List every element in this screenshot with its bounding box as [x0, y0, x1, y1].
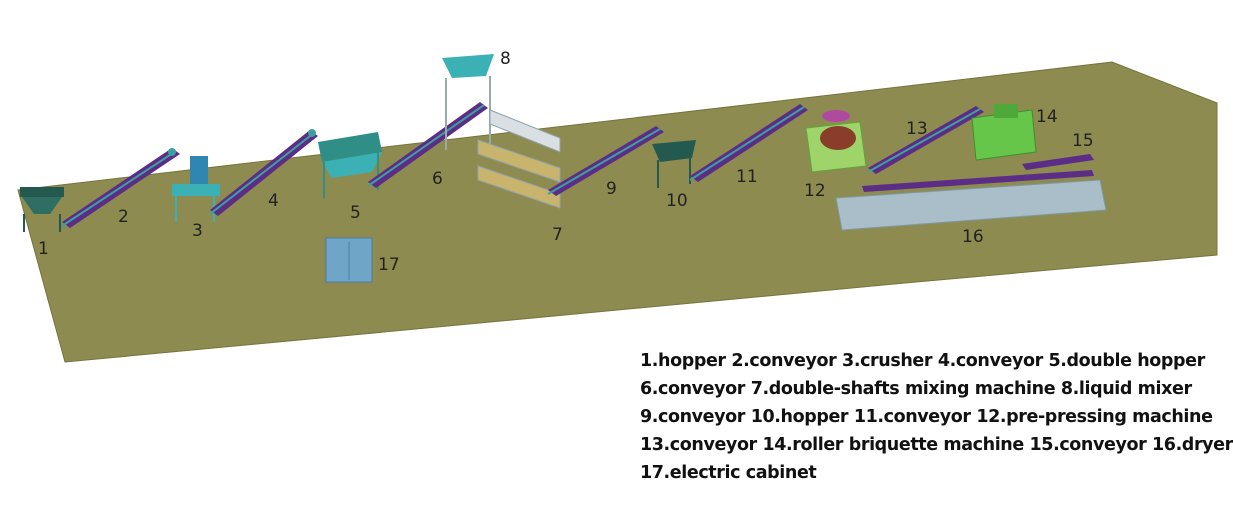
legend-line-2: 6.conveyor 7.double-shafts mixing machin… — [640, 379, 1192, 399]
label-13: 13 — [906, 119, 928, 139]
legend-line-3: 9.conveyor 10.hopper 11.conveyor 12.pre-… — [640, 407, 1213, 427]
label-8: 8 — [500, 49, 511, 69]
double-hopper-5 — [318, 132, 382, 198]
label-15: 15 — [1072, 131, 1094, 151]
conveyor-4 — [209, 129, 318, 216]
conveyor-9 — [547, 126, 664, 196]
label-7: 7 — [552, 225, 563, 245]
conveyor-2 — [61, 148, 180, 228]
label-14: 14 — [1036, 107, 1058, 127]
label-6: 6 — [432, 169, 443, 189]
dryer-16 — [835, 170, 1107, 231]
conveyor-13 — [867, 106, 984, 174]
floor-plane — [17, 61, 1218, 363]
label-10: 10 — [666, 191, 688, 211]
pre-pressing-machine-12 — [805, 110, 867, 173]
legend-line-1: 1.hopper 2.conveyor 3.crusher 4.conveyor… — [640, 351, 1205, 371]
label-16: 16 — [962, 227, 984, 247]
conveyor-15 — [1022, 154, 1094, 170]
equipment-legend: 1.hopper 2.conveyor 3.crusher 4.conveyor… — [640, 347, 1233, 487]
electric-cabinet-17 — [325, 237, 373, 283]
label-5: 5 — [350, 203, 361, 223]
legend-line-5: 17.electric cabinet — [640, 463, 817, 483]
conveyor-11 — [689, 104, 808, 182]
label-1: 1 — [38, 239, 49, 259]
label-4: 4 — [268, 191, 279, 211]
label-12: 12 — [804, 181, 826, 201]
hopper-1 — [20, 187, 64, 232]
roller-briquette-machine-14 — [971, 104, 1037, 161]
label-2: 2 — [118, 207, 129, 227]
label-3: 3 — [192, 221, 203, 241]
conveyor-6 — [367, 102, 488, 188]
crusher-3 — [172, 156, 220, 222]
label-11: 11 — [736, 167, 758, 187]
label-9: 9 — [606, 179, 617, 199]
mixing-machine-7 — [477, 109, 561, 209]
legend-line-4: 13.conveyor 14.roller briquette machine … — [640, 435, 1233, 455]
label-17: 17 — [378, 255, 400, 275]
